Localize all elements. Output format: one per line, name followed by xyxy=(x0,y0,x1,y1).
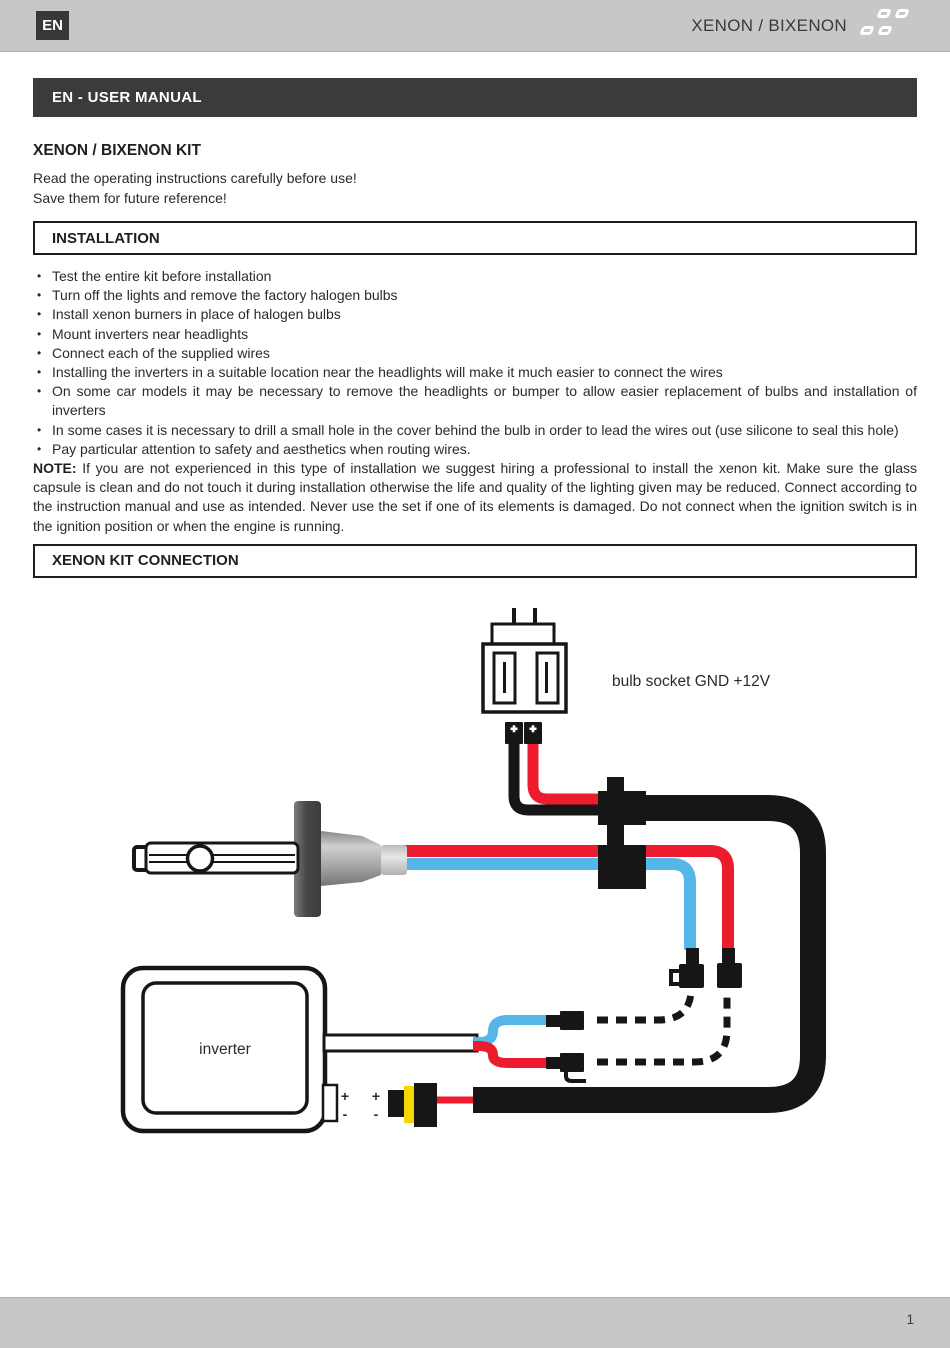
page-content: EN - USER MANUAL XENON / BIXENON KIT Rea… xyxy=(33,78,917,578)
intro-line-1: Read the operating instructions carefull… xyxy=(33,170,357,186)
polarity-plus-2: + xyxy=(372,1088,380,1104)
list-item: • Mount inverters near headlights xyxy=(33,325,917,344)
kit-heading: XENON / BIXENON KIT xyxy=(33,142,201,159)
list-item: • Install xenon burners in place of halo… xyxy=(33,305,917,324)
black-sheath-cable xyxy=(473,795,826,1113)
list-item: • Connect each of the supplied wires xyxy=(33,344,917,363)
installation-heading: INSTALLATION xyxy=(52,229,160,247)
list-item: • Installing the inverters in a suitable… xyxy=(33,363,917,382)
bulb-socket xyxy=(481,608,568,714)
list-item: • Pay particular attention to safety and… xyxy=(33,440,917,459)
blue-connection-dashed xyxy=(597,991,695,1024)
list-item-text: On some car models it may be necessary t… xyxy=(52,383,917,419)
burner-blue-wire xyxy=(398,858,696,950)
installation-bullet-list: • Test the entire kit before installatio… xyxy=(33,267,917,459)
bullet-icon: • xyxy=(37,288,42,303)
burner-red-connector xyxy=(717,948,742,988)
note-paragraph: NOTE: If you are not experienced in this… xyxy=(33,459,917,536)
list-item-text: Installing the inverters in a suitable l… xyxy=(52,364,723,381)
header-bar: EN XENON / BIXENON xyxy=(0,0,950,52)
list-item: • In some cases it is necessary to drill… xyxy=(33,421,917,440)
socket-ground-wire xyxy=(508,740,616,816)
inverter-output-cable xyxy=(322,1033,479,1053)
list-item: • Turn off the lights and remove the fac… xyxy=(33,286,917,305)
socket-12v-wire xyxy=(527,740,616,805)
red-lead-connector xyxy=(546,1053,586,1083)
bullet-icon: • xyxy=(37,441,42,456)
intro-line-2: Save them for future reference! xyxy=(33,189,227,206)
inverter-power-port xyxy=(321,1083,339,1123)
list-item: • On some car models it may be necessary… xyxy=(33,382,917,420)
burner-blue-connector xyxy=(669,948,704,988)
bullet-icon: • xyxy=(37,269,42,283)
xenon-burner xyxy=(132,801,407,917)
manual-title: EN - USER MANUAL xyxy=(52,89,202,106)
connection-section-header: XENON KIT CONNECTION xyxy=(33,543,917,578)
output-blue-lead xyxy=(473,1015,547,1047)
output-red-lead xyxy=(473,1041,547,1068)
bullet-icon: • xyxy=(37,384,42,399)
red-connection-dashed xyxy=(597,992,731,1066)
list-item: • Test the entire kit before installatio… xyxy=(33,267,917,286)
footer-bar: 1 xyxy=(0,1297,950,1348)
bulb-socket-label: bulb socket GND +12V xyxy=(612,673,771,690)
product-name: XENON / BIXENON xyxy=(691,15,847,35)
manual-title-bar: EN - USER MANUAL xyxy=(33,78,917,117)
list-item-text: Test the entire kit before installation xyxy=(52,268,272,284)
note-label: NOTE: xyxy=(33,460,77,477)
brand-logo-icon xyxy=(859,7,915,45)
polarity-minus-1: - xyxy=(343,1106,348,1122)
bullet-icon: • xyxy=(37,365,42,380)
connection-heading: XENON KIT CONNECTION xyxy=(52,552,239,570)
polarity-plus-1: + xyxy=(341,1088,349,1104)
language-badge: EN xyxy=(36,11,69,40)
list-item-text: Pay particular attention to safety and a… xyxy=(52,440,471,457)
bullet-icon: • xyxy=(37,307,42,322)
socket-terminals xyxy=(505,722,542,744)
bullet-icon: • xyxy=(37,326,42,341)
note-text: If you are not experienced in this type … xyxy=(33,460,917,534)
list-item-text: Install xenon burners in place of haloge… xyxy=(52,306,341,323)
power-plug-connector xyxy=(388,1083,437,1127)
blue-lead-connector xyxy=(546,1011,584,1030)
list-item-text: Mount inverters near headlights xyxy=(52,325,249,342)
page-number: 1 xyxy=(906,1312,914,1327)
list-item-text: In some cases it is necessary to drill a… xyxy=(52,421,899,438)
intro-text: Read the operating instructions carefull… xyxy=(33,169,917,208)
list-item-text: Turn off the lights and remove the facto… xyxy=(52,287,398,304)
bullet-icon: • xyxy=(37,345,42,360)
installation-section-header: INSTALLATION xyxy=(33,221,917,255)
bullet-icon: • xyxy=(37,422,42,437)
inverter-label: inverter xyxy=(199,1041,251,1058)
wiring-diagram: bulb socket GND +12V inverter xyxy=(0,588,950,1297)
grommet xyxy=(598,777,646,889)
polarity-minus-2: - xyxy=(374,1106,379,1122)
list-item-text: Connect each of the supplied wires xyxy=(52,344,270,361)
burner-red-wire xyxy=(398,845,734,950)
